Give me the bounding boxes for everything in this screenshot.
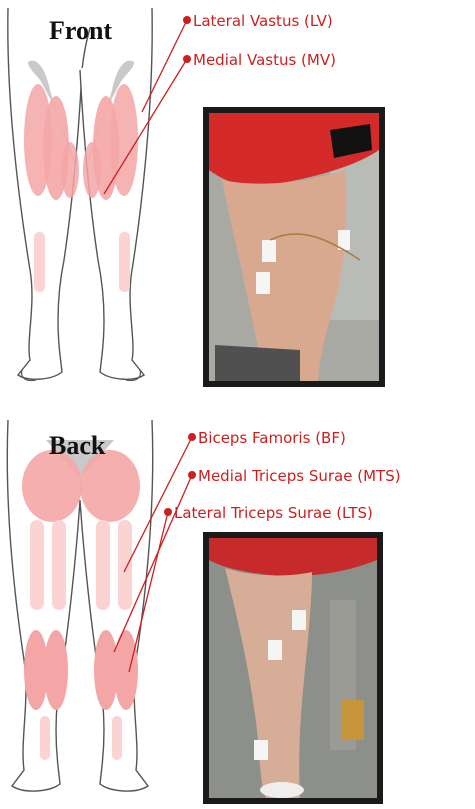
front-left-shin [34, 232, 45, 292]
front-photo [203, 107, 385, 387]
lv-label: Lateral Vastus (LV) [193, 12, 333, 30]
back-left-achilles [40, 716, 50, 760]
back-photo-electrode-1 [292, 610, 306, 630]
back-left-hamstring-inner [52, 520, 66, 610]
back-right-achilles [112, 716, 122, 760]
mv-label: Medial Vastus (MV) [193, 51, 336, 69]
back-title: Back [49, 431, 106, 460]
front-panel: Front Lateral Vastus (LV) Medial Vastus … [8, 8, 385, 387]
back-right-hamstring-outer [118, 520, 132, 610]
back-photo-shoe [260, 782, 304, 798]
back-left-glute [22, 450, 82, 522]
back-photo-electrode-2 [268, 640, 282, 660]
back-photo-electrode-3 [254, 740, 268, 760]
front-title: Front [49, 16, 112, 45]
back-photo [203, 532, 383, 804]
front-right-shin [119, 232, 130, 292]
front-photo-electrode-1 [262, 240, 276, 262]
back-right-calf-lateral [114, 630, 138, 710]
lts-marker-dot [164, 508, 172, 516]
back-panel: Back Biceps Famoris (BF) Medial Triceps … [7, 420, 400, 804]
back-photo-bike-bracket [342, 700, 364, 740]
back-right-hamstring-inner [96, 520, 110, 610]
mts-marker-dot [188, 471, 196, 479]
back-left-calf-medial [44, 630, 68, 710]
lv-marker-dot [183, 16, 191, 24]
back-right-glute [80, 450, 140, 522]
lts-label: Lateral Triceps Surae (LTS) [174, 504, 373, 522]
front-photo-electrode-2 [256, 272, 270, 294]
back-left-hamstring-outer [30, 520, 44, 610]
front-right-quad-inner [83, 142, 101, 198]
mts-label: Medial Triceps Surae (MTS) [198, 467, 401, 485]
bf-label: Biceps Famoris (BF) [198, 429, 346, 447]
bf-marker-dot [188, 433, 196, 441]
front-photo-bike [215, 345, 300, 381]
mv-marker-dot [183, 55, 191, 63]
front-left-quad-inner [61, 142, 79, 198]
